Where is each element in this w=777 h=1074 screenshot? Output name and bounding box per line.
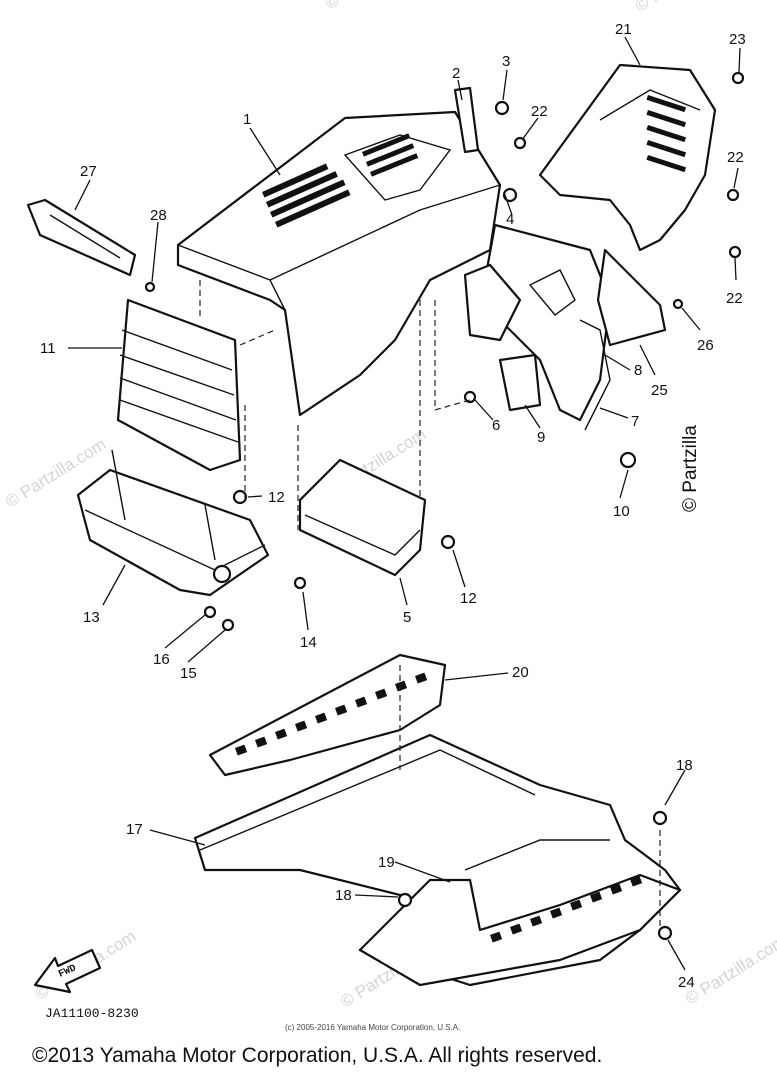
callout-27: 27 [80, 163, 97, 180]
callout-2: 2 [452, 65, 460, 82]
watermark-side: © Partzilla [680, 425, 701, 512]
assembly-lines [199, 280, 661, 930]
part-27-nameplate [26, 198, 137, 277]
callout-18b: 18 [335, 887, 352, 904]
part-19-step-mat [358, 873, 682, 987]
callout-11: 11 [40, 340, 56, 357]
part-25-bracket [596, 248, 667, 347]
callout-19: 19 [378, 854, 395, 871]
leader-lines [68, 36, 741, 971]
part-9-inner-panel [463, 263, 542, 412]
part-21-side-cover [538, 63, 717, 252]
callout-12a: 12 [268, 489, 285, 506]
callout-26: 26 [697, 337, 714, 354]
callout-3: 3 [502, 53, 510, 70]
callout-13: 13 [83, 609, 100, 626]
callout-9: 9 [537, 429, 545, 446]
part-11-front-grille [116, 298, 242, 472]
callout-16: 16 [153, 651, 170, 668]
part-13-bumper [76, 449, 270, 597]
watermark: © Partzilla.com [632, 0, 739, 15]
callout-20: 20 [512, 664, 529, 681]
side-cover-vents [646, 95, 687, 173]
callout-15: 15 [180, 665, 197, 682]
callout-4: 4 [506, 211, 514, 228]
callout-22a: 22 [531, 103, 548, 120]
small-copyright: (c) 2005-2016 Yamaha Motor Corporation, … [285, 1023, 460, 1032]
step-mat-treads [489, 875, 643, 943]
callout-22b: 22 [727, 149, 744, 166]
callout-10: 10 [613, 503, 630, 520]
callout-23: 23 [729, 31, 746, 48]
callout-6: 6 [492, 417, 500, 434]
callout-7: 7 [631, 413, 639, 430]
hardware [144, 71, 745, 941]
callout-18a: 18 [676, 757, 693, 774]
part-20-footrest [208, 653, 447, 777]
part-5-lower-panel [298, 458, 427, 577]
callout-25: 25 [651, 382, 668, 399]
hood-vents [262, 133, 419, 228]
callout-8: 8 [634, 362, 642, 379]
part-8-side-cover [483, 223, 612, 431]
callout-12b: 12 [460, 590, 477, 607]
callout-24: 24 [678, 974, 695, 991]
callout-14: 14 [300, 634, 317, 651]
callout-21: 21 [615, 21, 632, 38]
watermark: © Partzilla.com [682, 932, 777, 1009]
callout-5: 5 [403, 609, 411, 626]
callout-1: 1 [243, 111, 251, 128]
callouts: 1 2 3 4 5 6 7 8 9 10 11 12 12 13 14 15 1… [40, 21, 746, 991]
callout-22c: 22 [726, 290, 743, 307]
callout-28: 28 [150, 207, 167, 224]
copyright: ©2013 Yamaha Motor Corporation, U.S.A. A… [32, 1044, 602, 1067]
part-1-front-hood [176, 110, 502, 417]
callout-17: 17 [126, 821, 143, 838]
footrest-treads [235, 672, 428, 756]
watermark: © Partzilla.com [322, 0, 429, 13]
fwd-arrow-icon: FWD [33, 948, 102, 994]
diagram-code: JA11100-8230 [45, 1006, 139, 1021]
